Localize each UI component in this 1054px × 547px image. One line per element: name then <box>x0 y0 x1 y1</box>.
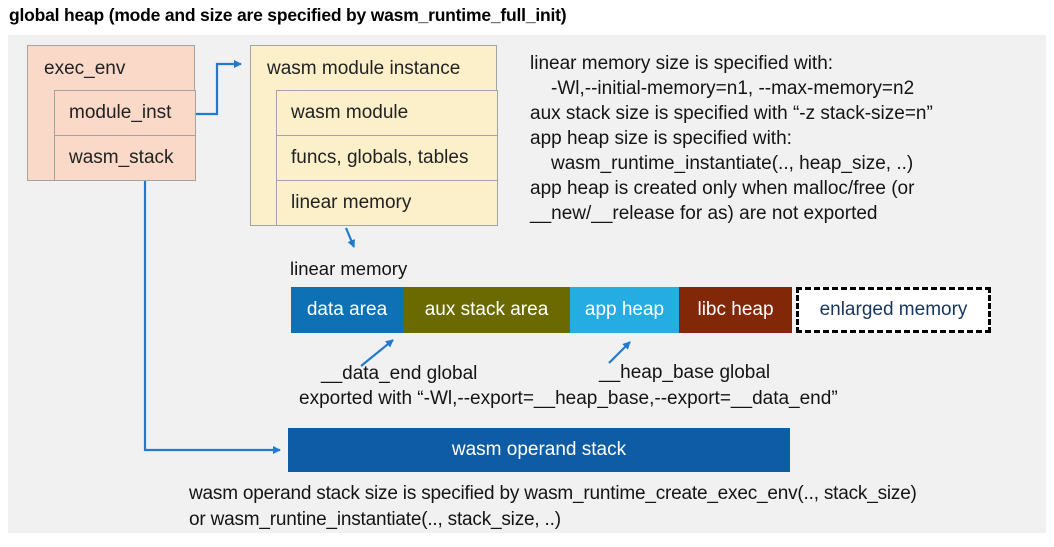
module-instance-row-wasm-module: wasm module <box>276 90 498 136</box>
note-line: app heap is created only when malloc/fre… <box>530 178 915 199</box>
segment-data-area: data area <box>291 287 403 333</box>
wasm-operand-stack-bar: wasm operand stack <box>288 428 790 472</box>
segment-enlarged-memory: enlarged memory <box>796 287 991 333</box>
exec-env-header: exec_env <box>44 58 126 79</box>
segment-aux-stack-area: aux stack area <box>403 287 570 333</box>
notes-block: linear memory size is specified with: -W… <box>530 51 933 226</box>
heap-base-global-label: __heap_base global <box>599 362 771 383</box>
exported-with-label: exported with “-Wl,--export=__heap_base,… <box>299 388 838 409</box>
footer-line: wasm operand stack size is specified by … <box>189 483 917 504</box>
footer-note: wasm operand stack size is specified by … <box>189 481 917 533</box>
note-line: linear memory size is specified with: <box>530 53 834 74</box>
note-line: -Wl,--initial-memory=n1, --max-memory=n2 <box>551 78 915 99</box>
module-instance-row-funcs-globals-tables: funcs, globals, tables <box>276 135 498 181</box>
footer-line: or wasm_runtine_instantiate(.., stack_si… <box>189 509 561 530</box>
module-instance-header: wasm module instance <box>267 58 461 79</box>
exec-env-box: exec_env module_inst wasm_stack <box>27 45 196 181</box>
data-end-global-label: __data_end global <box>321 363 478 384</box>
segment-libc-heap: libc heap <box>679 287 792 333</box>
exec-env-row-module-inst: module_inst <box>54 90 196 136</box>
module-instance-box: wasm module instance wasm module funcs, … <box>250 45 498 226</box>
note-line: wasm_runtime_instantiate(.., heap_size, … <box>551 153 914 174</box>
module-instance-row-linear-memory: linear memory <box>276 180 498 226</box>
note-line: app heap size is specified with: <box>530 128 792 149</box>
note-line: __new/__release for as) are not exported <box>530 203 878 224</box>
note-line: aux stack size is specified with “-z sta… <box>530 103 933 124</box>
segment-app-heap: app heap <box>570 287 679 333</box>
linear-memory-bar: data area aux stack area app heap libc h… <box>291 287 991 333</box>
diagram-title: global heap (mode and size are specified… <box>9 5 567 25</box>
linear-memory-label: linear memory <box>290 258 408 279</box>
exec-env-row-wasm-stack: wasm_stack <box>54 135 196 181</box>
